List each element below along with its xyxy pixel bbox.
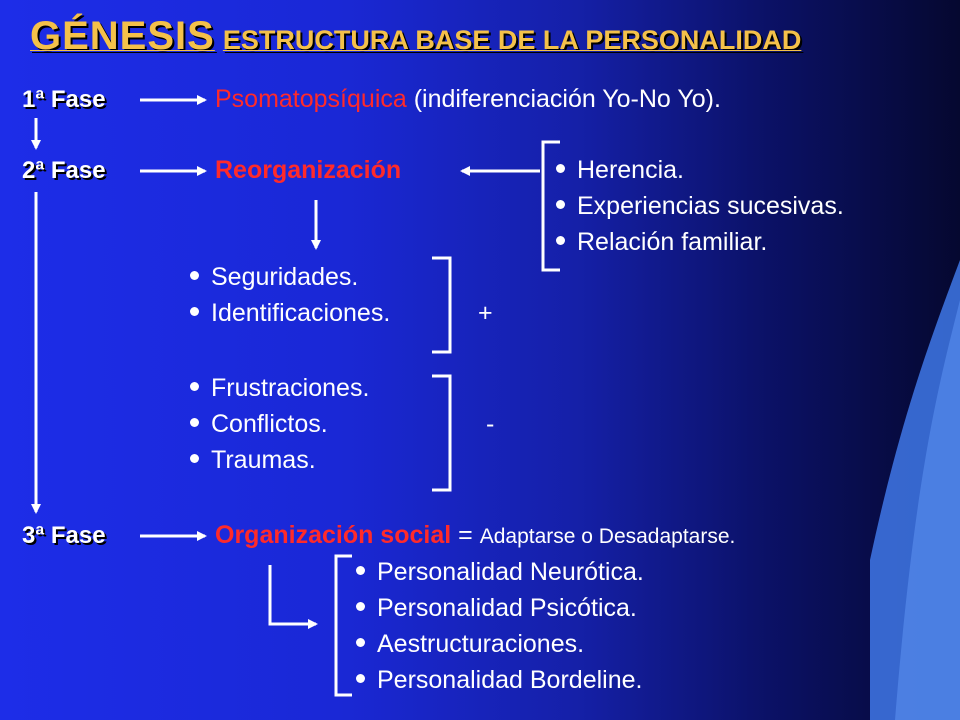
bullet-icon bbox=[356, 601, 365, 611]
negative-sign: - bbox=[486, 410, 495, 438]
influence-item: Relación familiar. bbox=[556, 228, 767, 257]
bullet-icon bbox=[356, 673, 365, 683]
title-main: GÉNESIS bbox=[30, 14, 215, 58]
bullet-icon bbox=[190, 453, 199, 463]
bullet-icon bbox=[556, 163, 565, 173]
outcome-item: Personalidad Bordeline. bbox=[356, 666, 642, 695]
negative-item: Conflictos. bbox=[190, 410, 328, 439]
bullet-icon bbox=[190, 306, 199, 316]
bullet-icon bbox=[356, 565, 365, 575]
arrow-outcomes bbox=[268, 565, 318, 629]
positive-item: Seguridades. bbox=[190, 263, 358, 292]
bullet-icon bbox=[190, 381, 199, 391]
phase2-label: 2ª Fase bbox=[22, 157, 106, 184]
phase3-label: 3ª Fase bbox=[22, 522, 106, 549]
bullet-icon bbox=[556, 199, 565, 209]
bullet-icon bbox=[190, 417, 199, 427]
negative-item: Frustraciones. bbox=[190, 374, 369, 403]
phase3-equals: = bbox=[458, 521, 473, 549]
outcome-item: Personalidad Neurótica. bbox=[356, 558, 644, 587]
bullet-icon bbox=[356, 637, 365, 647]
bracket-positive bbox=[432, 256, 452, 354]
positive-item: Identificaciones. bbox=[190, 299, 390, 328]
bracket-outcomes bbox=[334, 554, 352, 697]
phase1-label: 1ª Fase bbox=[22, 86, 106, 113]
phase3-result: Adaptarse o Desadaptarse. bbox=[479, 525, 736, 548]
title-sub: ESTRUCTURA BASE DE LA PERSONALIDAD bbox=[222, 25, 802, 55]
influence-item: Herencia. bbox=[556, 156, 684, 185]
bracket-negative bbox=[432, 374, 452, 492]
outcome-item: Personalidad Psicótica. bbox=[356, 594, 637, 623]
outcome-item: Aestructuraciones. bbox=[356, 630, 584, 659]
phase2-name: Reorganización bbox=[215, 156, 402, 184]
positive-sign: + bbox=[478, 299, 493, 327]
phase3-name: Organización social bbox=[215, 521, 452, 549]
bullet-icon bbox=[190, 270, 199, 280]
phase1-text: Psomatopsíquica (indiferenciación Yo-No … bbox=[215, 85, 721, 114]
phase1-detail: (indiferenciación Yo-No Yo). bbox=[413, 85, 721, 113]
influence-item: Experiencias sucesivas. bbox=[556, 192, 844, 221]
bullet-icon bbox=[556, 235, 565, 245]
negative-item: Traumas. bbox=[190, 446, 316, 475]
bracket-influences bbox=[541, 140, 560, 272]
phase3-text: Organización social = Adaptarse o Desada… bbox=[215, 521, 735, 550]
phase1-name: Psomatopsíquica bbox=[215, 85, 407, 113]
